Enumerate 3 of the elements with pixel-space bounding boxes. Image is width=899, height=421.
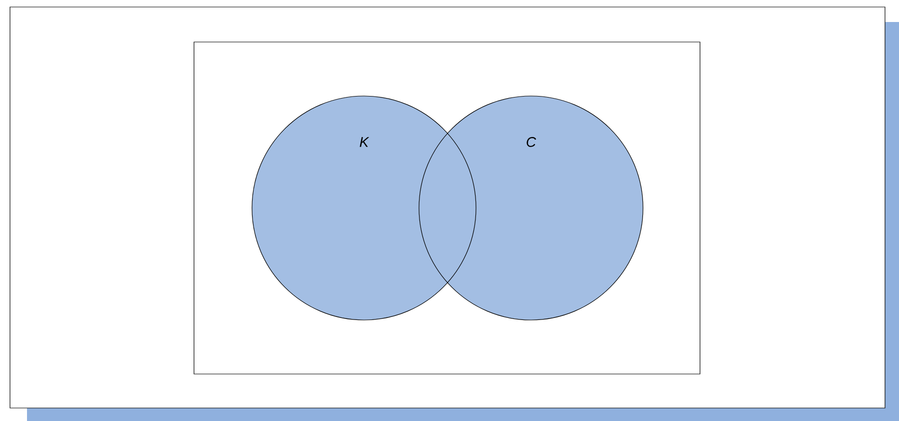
node-label: C xyxy=(526,137,536,147)
universe-rectangle xyxy=(194,42,700,374)
node-label: K xyxy=(360,137,370,147)
